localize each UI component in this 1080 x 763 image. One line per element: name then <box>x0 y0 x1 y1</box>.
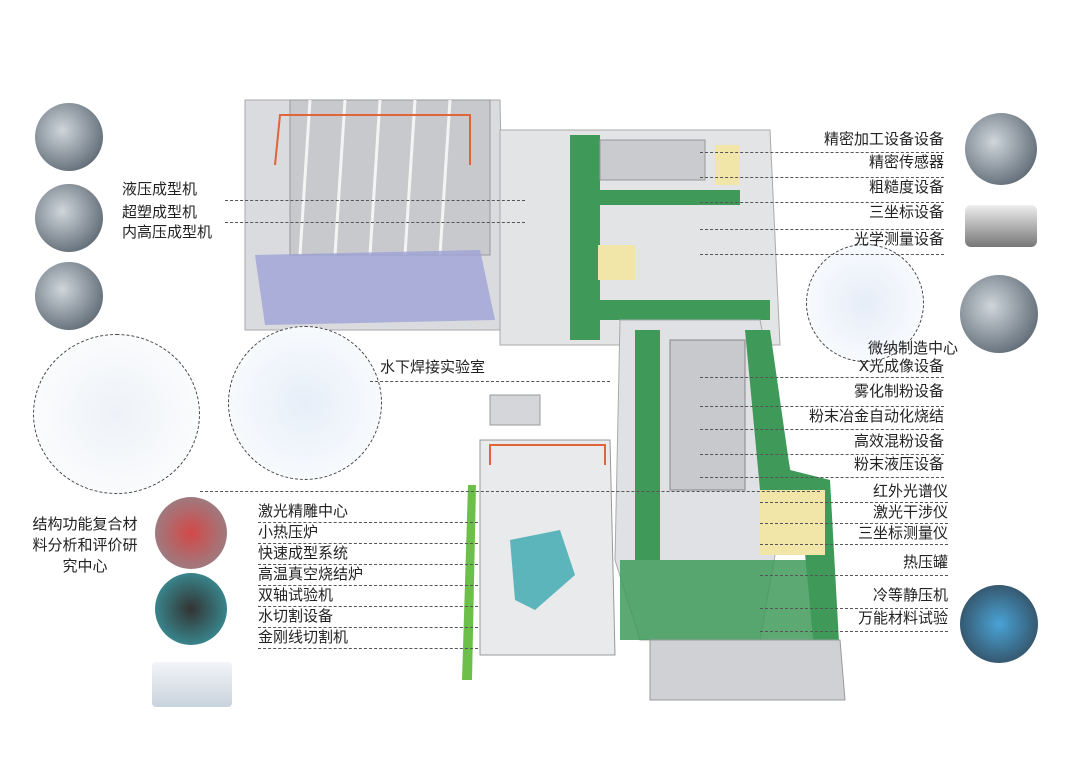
composite-center-inset <box>33 334 200 494</box>
label-equipment: 小热压炉 <box>258 523 478 544</box>
label-micro-nano-center: 微纳制造中心 <box>868 339 959 357</box>
composite-center-line: 结构功能复合材 <box>32 515 138 533</box>
label-equipment: 万能材料试验 <box>760 609 948 632</box>
label-equipment: 水切割设备 <box>258 607 478 628</box>
right-top-equipment-list: 精密加工设备设备 精密传感器 粗糙度设备 三坐标设备 光学测量设备 <box>700 130 944 255</box>
label-equipment: 雾化制粉设备 <box>700 378 944 407</box>
micro-nano-inset <box>806 244 924 362</box>
label-equipment: 高温真空烧结炉 <box>258 565 478 586</box>
label-equipment: 双轴试验机 <box>258 586 478 607</box>
label-equipment: 红外光谱仪 <box>760 482 948 503</box>
label-equipment: 快速成型系统 <box>258 544 478 565</box>
grid-floor-area <box>255 250 495 325</box>
label-equipment: 冷等静压机 <box>760 586 948 609</box>
label-equipment: 三坐标测量仪 <box>760 524 948 545</box>
composite-center-line: 究中心 <box>62 557 108 575</box>
label-equipment: 粗糙度设备 <box>700 178 944 203</box>
water-pool <box>510 530 575 610</box>
label-equipment: 三坐标设备 <box>700 203 944 230</box>
underwater-lab-inset <box>228 326 382 480</box>
label-superplastic-forming: 超塑成型机 <box>122 203 198 221</box>
furnace-photo <box>155 573 227 645</box>
composite-center-line: 料分析和评价研 <box>32 536 138 554</box>
label-equipment: 精密加工设备设备 <box>700 130 944 153</box>
label-underwater-welding-lab: 水下焊接实验室 <box>380 358 486 376</box>
hydraulic-press-photo <box>35 103 103 171</box>
label-equipment: 热压罐 <box>760 553 948 576</box>
label-internal-high-pressure: 内高压成型机 <box>122 223 213 241</box>
laser-engraving-photo <box>155 497 227 569</box>
label-equipment: 光学测量设备 <box>700 230 944 255</box>
label-equipment: 激光干涉仪 <box>760 503 948 524</box>
label-equipment: 高效混粉设备 <box>700 430 944 455</box>
green-corridor <box>570 135 600 340</box>
label-equipment: 粉末液压设备 <box>700 455 944 478</box>
label-equipment: 激光精雕中心 <box>258 502 478 523</box>
label-equipment: X光成像设备 <box>700 357 944 378</box>
micro-nano-photo <box>960 275 1038 353</box>
isostatic-press-photo <box>960 585 1038 663</box>
label-equipment: 精密传感器 <box>700 153 944 178</box>
label-hydraulic-forming: 液压成型机 <box>122 180 198 198</box>
precision-machining-photo <box>965 113 1037 185</box>
waterjet-machine-image <box>152 662 232 707</box>
press-photo <box>35 262 103 330</box>
left-bottom-equipment-list: 激光精雕中心 小热压炉 快速成型系统 高温真空烧结炉 双轴试验机 水切割设备 金… <box>258 502 478 649</box>
forming-machine-photo <box>35 184 103 252</box>
label-equipment: 粉末冶金自动化烧结 <box>700 407 944 430</box>
right-lower-equipment-list: 红外光谱仪 激光干涉仪 三坐标测量仪 热压罐 冷等静压机 万能材料试验 <box>760 482 948 632</box>
label-composite-center: 结构功能复合材 料分析和评价研 究中心 <box>20 514 150 577</box>
label-equipment: 金刚线切割机 <box>258 628 478 649</box>
right-mid-equipment-list: X光成像设备 雾化制粉设备 粉末冶金自动化烧结 高效混粉设备 粉末液压设备 <box>700 357 944 478</box>
vacuum-chamber-image <box>965 205 1037 247</box>
